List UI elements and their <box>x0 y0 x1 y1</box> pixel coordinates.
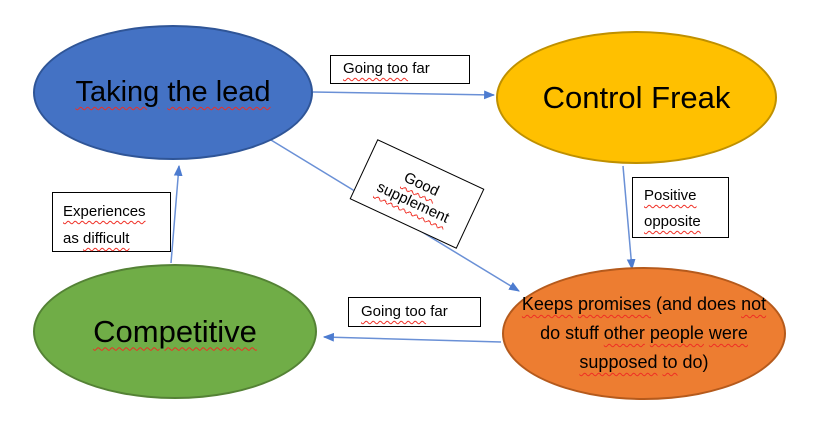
node-taking-the-lead-text: Taking the lead <box>75 76 271 108</box>
label-going-too-far-bottom[interactable]: Going too far <box>348 297 481 327</box>
node-keeps-promises[interactable]: Keeps promises (and does not do stuff ot… <box>502 267 786 400</box>
connector-taking-to-control[interactable] <box>312 90 496 100</box>
label-experiences-as-difficult[interactable]: Experiences as difficult <box>52 192 171 252</box>
node-competitive[interactable]: Competitive <box>33 264 317 399</box>
node-control-freak[interactable]: Control Freak <box>496 31 777 164</box>
connector-keeps-to-competitive[interactable] <box>322 332 502 343</box>
connector-competitive-to-taking[interactable] <box>170 164 183 264</box>
label-positive-opposite[interactable]: Positive opposite <box>632 177 729 238</box>
node-keeps-promises-text: Keeps promises (and does not do stuff ot… <box>521 294 767 372</box>
node-control-freak-text: Control Freak <box>542 79 731 115</box>
node-taking-the-lead[interactable]: Taking the lead <box>33 25 313 160</box>
node-competitive-text: Competitive <box>93 313 257 349</box>
label-going-too-far-top[interactable]: Going too far <box>330 55 470 84</box>
connector-control-to-keeps[interactable] <box>622 165 636 271</box>
